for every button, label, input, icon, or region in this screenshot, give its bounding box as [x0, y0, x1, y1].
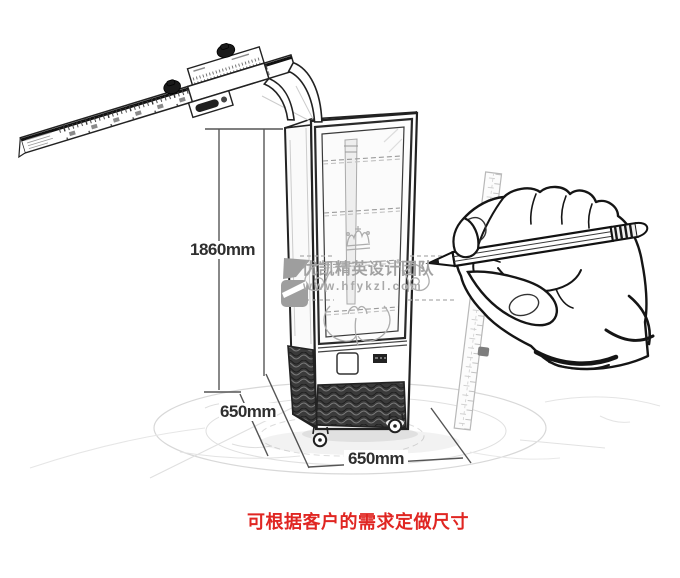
thumb [466, 270, 558, 327]
index-fingertip [452, 216, 480, 259]
side-vent-grille [287, 345, 318, 429]
fixed-jaw [287, 61, 323, 123]
caster-wheels [311, 413, 404, 448]
thumbnail [508, 293, 540, 317]
width-dim-extent-line [430, 407, 472, 464]
watermark-url-text: www.hfykzl.com [303, 281, 423, 293]
control-switch [336, 352, 359, 375]
pencil-icon [425, 221, 649, 268]
caliper-lock-screws [163, 43, 236, 95]
wrist-strokes [533, 294, 655, 371]
hand-pencil-icon [425, 185, 655, 371]
depth-dim-line-b [265, 373, 310, 469]
vernier-caliper-icon [18, 43, 323, 159]
customization-caption: 可根据客户的需求定做尺寸 [247, 512, 469, 532]
width-dimension-label: 650mm [344, 450, 408, 468]
watermark-brand-text: 优凯精英设计团队 [302, 261, 435, 278]
display-cabinet-icon [260, 85, 460, 455]
glass-reflection [383, 128, 403, 153]
cabinet-shadow [260, 429, 460, 455]
depth-dimension-label: 650mm [219, 402, 277, 421]
movable-jaw [262, 77, 295, 121]
height-dimension-label: 1860mm [190, 240, 256, 259]
dimension-lines [204, 128, 472, 469]
crown-ornament [345, 226, 371, 251]
glass-pane [321, 126, 405, 338]
watermark-ornament-icon [298, 226, 458, 347]
ruler-slider-knob [477, 346, 490, 357]
watermark-logo-icon [281, 258, 310, 307]
